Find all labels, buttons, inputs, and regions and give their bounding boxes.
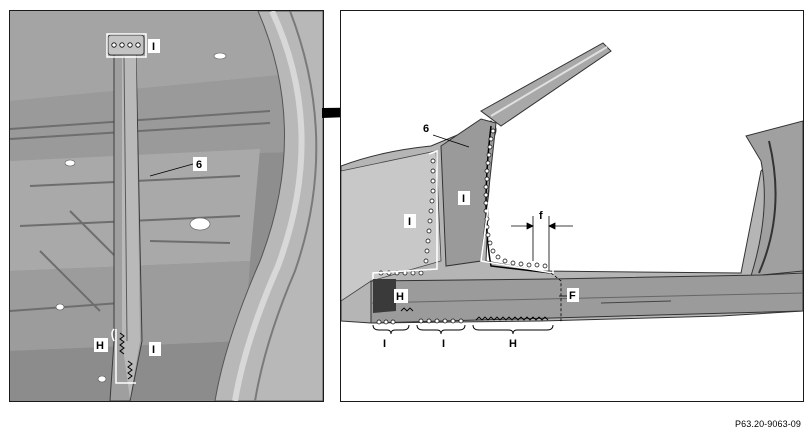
callout-dimension-f: f xyxy=(539,210,543,222)
overview-drawing: f 6 I I H F I I H xyxy=(341,42,803,350)
overview-panel: f 6 I I H F I I H xyxy=(340,10,804,402)
mig-weld-seam-bottom xyxy=(119,332,133,380)
callout-weld-i-pillar: I xyxy=(462,193,465,205)
callout-bottom-i-mid: I xyxy=(442,338,445,350)
figure-reference-code: P63.20-9063-09 xyxy=(735,419,801,429)
dimension-f xyxy=(511,216,573,271)
callout-weld-i-front: I xyxy=(408,216,411,228)
callout-part-6: 6 xyxy=(196,159,202,171)
callout-bottom-h: H xyxy=(509,338,517,350)
callout-weld-i-top: I xyxy=(152,41,155,53)
callout-weld-h-bottom: H xyxy=(96,340,104,352)
spot-weld-markers-top xyxy=(111,42,141,48)
detail-view-panel: 6 I H I xyxy=(9,10,324,402)
mig-weld-seam-sill xyxy=(400,307,549,321)
callout-weld-i-bottom: I xyxy=(152,344,155,356)
detail-view-drawing: 6 I H I xyxy=(10,11,323,401)
callout-bottom-i-left: I xyxy=(383,338,386,350)
callout-section-f: F xyxy=(569,290,576,302)
callout-part-6-overview: 6 xyxy=(423,123,429,135)
callout-weld-h-sill: H xyxy=(396,291,404,303)
